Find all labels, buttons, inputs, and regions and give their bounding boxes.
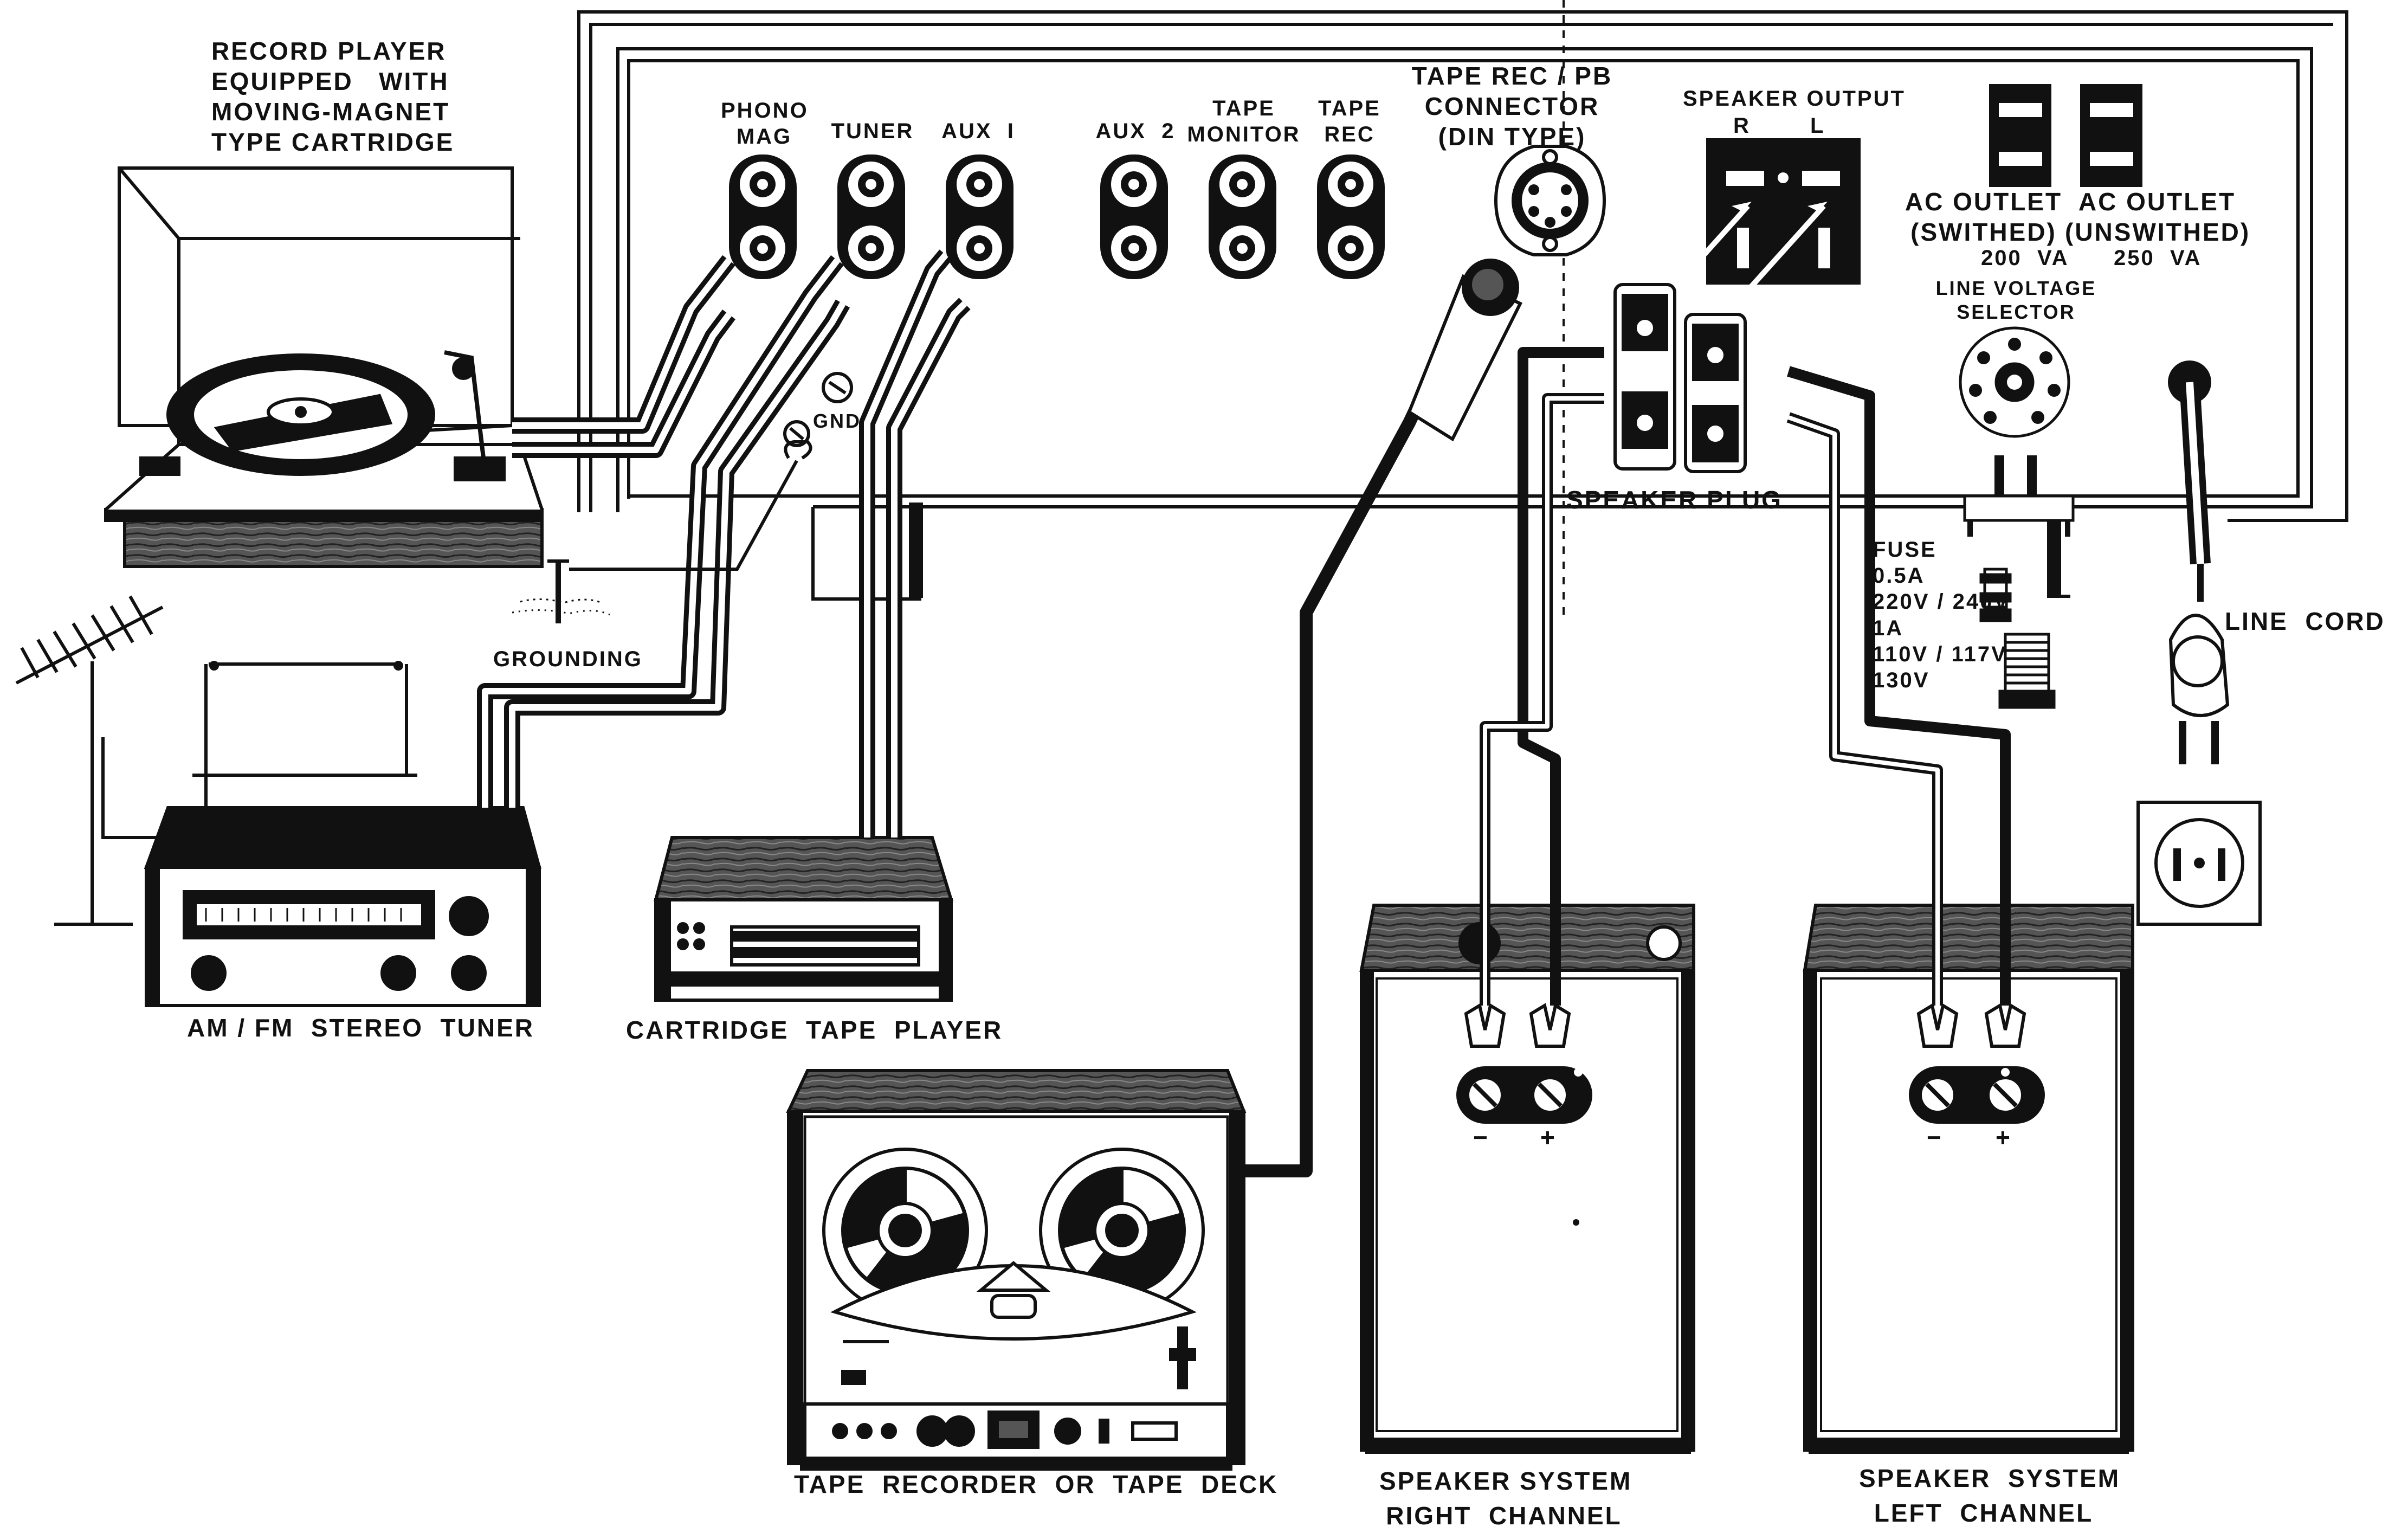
record-player-label: RECORD PLAYER EQUIPPED WITH MOVING-MAGNE… xyxy=(211,37,455,156)
tape-monitor-label: TAPE MONITOR xyxy=(1187,96,1301,146)
ac-outlet-switched-label: AC OUTLET (SWITHED) xyxy=(1905,188,2063,246)
record-player xyxy=(104,166,544,568)
speaker-plug xyxy=(1613,283,1747,473)
line-voltage-selector-label: LINE VOLTAGE SELECTOR xyxy=(1935,277,2097,323)
speaker-plug-label: SPEAKER PLUG xyxy=(1566,486,1783,514)
fuse xyxy=(1979,568,2056,709)
rca-jack-tape-rec xyxy=(1317,154,1385,279)
aux2-label: AUX 2 xyxy=(1095,119,1176,143)
din-plug xyxy=(1407,259,1523,442)
fuse-label: FUSE 0.5A 220V / 240V xyxy=(1873,538,2010,614)
cable-speaker-right-white xyxy=(1480,393,1604,1006)
ac-outlet-switched-va: 200 VA xyxy=(1981,246,2069,270)
rca-jack-aux2 xyxy=(1100,154,1168,279)
amplifier-rear-panel xyxy=(577,0,2348,618)
rca-jack-aux1 xyxy=(946,154,1013,279)
rca-jack-phono-mag xyxy=(729,154,797,279)
tape-recorder-label: TAPE RECORDER OR TAPE DECK xyxy=(794,1470,1279,1498)
gnd-label: GND xyxy=(813,410,861,432)
speaker-output-r-label: R xyxy=(1733,114,1751,138)
speaker-left-plus-label: + xyxy=(1996,1123,2012,1151)
rca-jack-tape-monitor xyxy=(1209,154,1276,279)
fuse-1a-label: 1A 110V / 117V 130V xyxy=(1873,616,2007,692)
speaker-right xyxy=(1359,904,1695,1454)
line-cord xyxy=(2168,360,2230,764)
tape-rec-label: TAPE REC xyxy=(1318,96,1381,146)
speaker-left-label: SPEAKER SYSTEM LEFT CHANNEL xyxy=(1859,1464,2121,1527)
ac-outlet-switched xyxy=(1989,84,2051,187)
rca-jack-tuner xyxy=(837,154,905,279)
aux1-label: AUX I xyxy=(941,119,1015,143)
ac-outlet-unswitched-va: 250 VA xyxy=(2114,246,2202,270)
speaker-output-label: SPEAKER OUTPUT xyxy=(1683,87,1906,111)
grounding-label: GROUNDING xyxy=(493,647,643,671)
speaker-left-minus-label: − xyxy=(1927,1123,1943,1151)
wall-socket xyxy=(2136,801,2262,926)
din-connector-label: TAPE REC / PB CONNECTOR (DIN TYPE) xyxy=(1411,62,1613,151)
cable-speaker-left xyxy=(1786,366,2011,1006)
am-fm-tuner xyxy=(144,806,541,1007)
cable-tuner-inner xyxy=(482,258,846,808)
tape-recorder xyxy=(786,1069,1247,1471)
cable-record-player-inner xyxy=(512,258,732,453)
speaker-output-l-label: L xyxy=(1810,114,1825,138)
cable-cartridge-player-inner xyxy=(864,253,967,838)
cable-speaker-right xyxy=(1518,347,1604,1006)
phono-mag-label: PHONO MAG xyxy=(721,99,809,149)
ac-outlet-unswitched-label: AC OUTLET (UNSWITHED) xyxy=(2065,188,2251,246)
tuner-label: TUNER xyxy=(831,119,914,143)
ac-outlet-unswitched xyxy=(2080,84,2142,187)
line-cord-label: LINE CORD xyxy=(2225,607,2385,635)
cable-record-player xyxy=(512,255,735,458)
cartridge-tape-player-label: CARTRIDGE TAPE PLAYER xyxy=(626,1016,1003,1044)
line-voltage-selector xyxy=(1959,326,2075,537)
cartridge-tape-player xyxy=(654,836,954,1002)
am-fm-tuner-label: AM / FM STEREO TUNER xyxy=(187,1014,534,1042)
din-connector xyxy=(1494,145,1606,256)
ground-wire xyxy=(512,372,853,623)
speaker-right-plus-label: + xyxy=(1540,1123,1557,1151)
speaker-right-minus-label: − xyxy=(1473,1123,1489,1151)
speaker-right-label: SPEAKER SYSTEM RIGHT CHANNEL xyxy=(1379,1467,1632,1530)
antenna xyxy=(15,595,417,926)
speaker-output-terminal xyxy=(1673,138,1861,289)
speaker-left xyxy=(1803,904,2134,1454)
